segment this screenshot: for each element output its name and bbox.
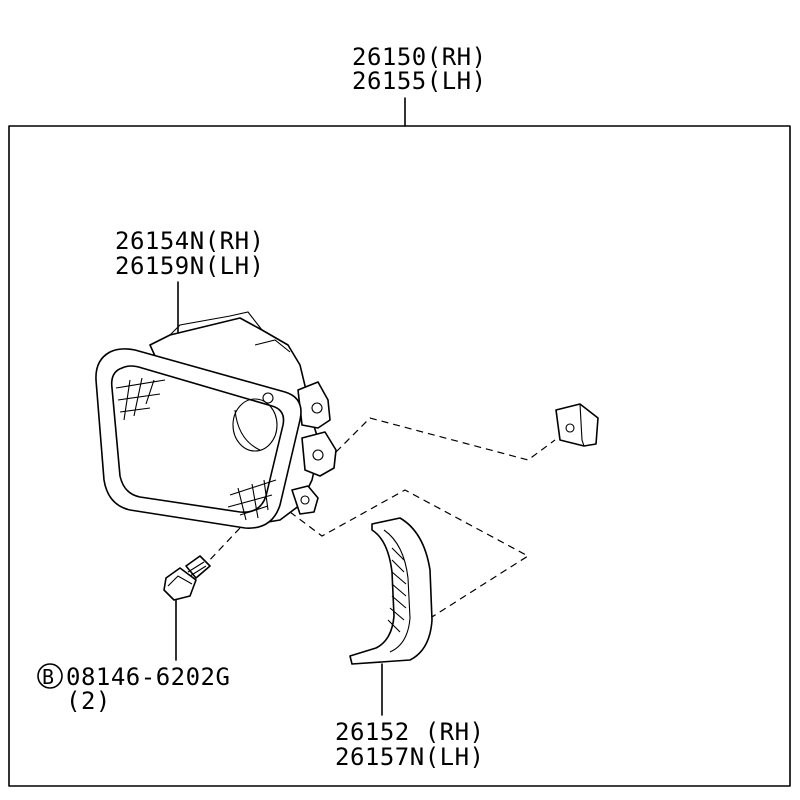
bolt-part-number: 08146-6202G [66,663,230,691]
lamp-unit-part-number-lh: 26159N(LH) [115,252,265,280]
assembly-frame [8,125,791,787]
side-bezel [349,517,433,665]
bolt-quantity: (2) [66,687,111,715]
fog-lamp-unit [95,311,337,529]
lamp-unit-part-number-rh: 26154N(RH) [115,227,265,255]
bezel-leader-dashed [289,489,530,623]
bolt-b-symbol: B [42,665,55,689]
assembly-part-number-rh: 26150(RH) [352,43,487,71]
bolt [163,527,241,601]
clip-leader-dashed [335,417,556,461]
clip-nut [555,403,599,447]
assembly-part-number-lh: 26155(LH) [352,67,487,95]
bolt-b-symbol-circle [37,663,63,689]
bezel-part-number-rh: 26152 (RH) [335,718,485,746]
bezel-part-number-lh: 26157N(LH) [335,743,485,771]
